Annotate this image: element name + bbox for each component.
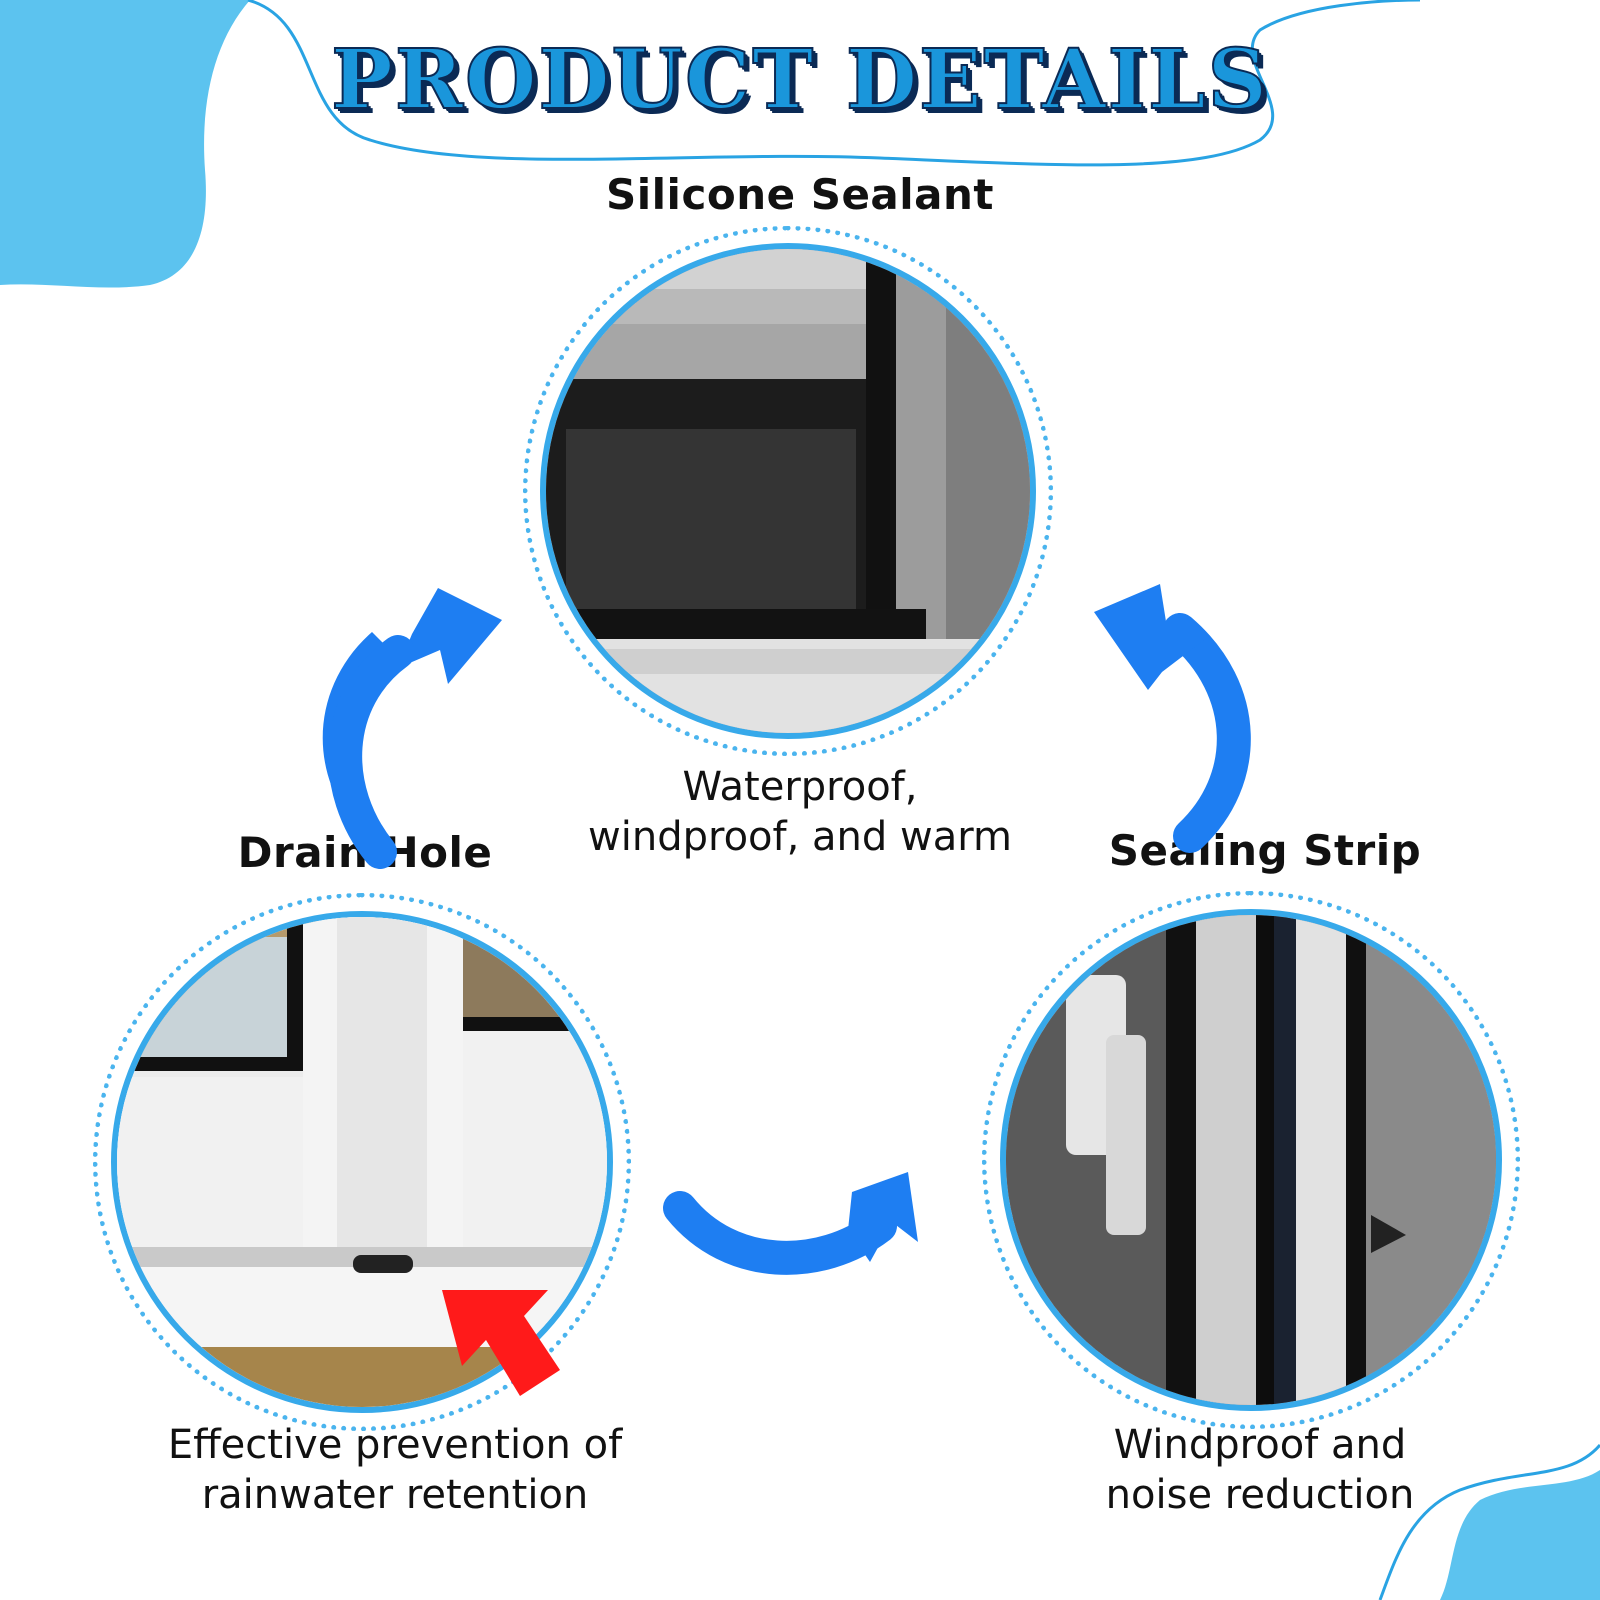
page-title: PRODUCT DETAILS <box>330 31 1269 129</box>
banner-outline <box>247 0 1421 167</box>
bottom-right-outline <box>1378 1444 1600 1600</box>
silicone-sealant-dotted-ring <box>523 226 1053 756</box>
bottom-right-blob <box>1440 1470 1600 1600</box>
sealing-strip-description-line-1: Windproof and <box>1113 1422 1407 1468</box>
silicone-sealant-description-line-2: windproof, and warm <box>588 814 1012 860</box>
silicone-sealant-description-line-1: Waterproof, <box>682 764 918 810</box>
silicone-sealant-photo <box>540 243 1036 739</box>
drain-hole-photo <box>111 911 613 1413</box>
drain-hole-description-line-2: rainwater retention <box>201 1472 589 1518</box>
sealing-strip-photo <box>1000 909 1502 1411</box>
silicone-sealant-title: Silicone Sealant <box>606 170 994 219</box>
drain-hole-dotted-ring <box>93 893 631 1431</box>
sealing-strip-dotted-ring <box>982 891 1520 1429</box>
drain-hole-description-line-1: Effective prevention of <box>167 1422 623 1468</box>
drain-hole-title: Drain Hole <box>237 828 493 877</box>
sealing-strip-title: Sealing Strip <box>1108 826 1422 875</box>
top-left-blob <box>0 0 250 288</box>
sealing-strip-description-line-2: noise reduction <box>1105 1472 1415 1518</box>
